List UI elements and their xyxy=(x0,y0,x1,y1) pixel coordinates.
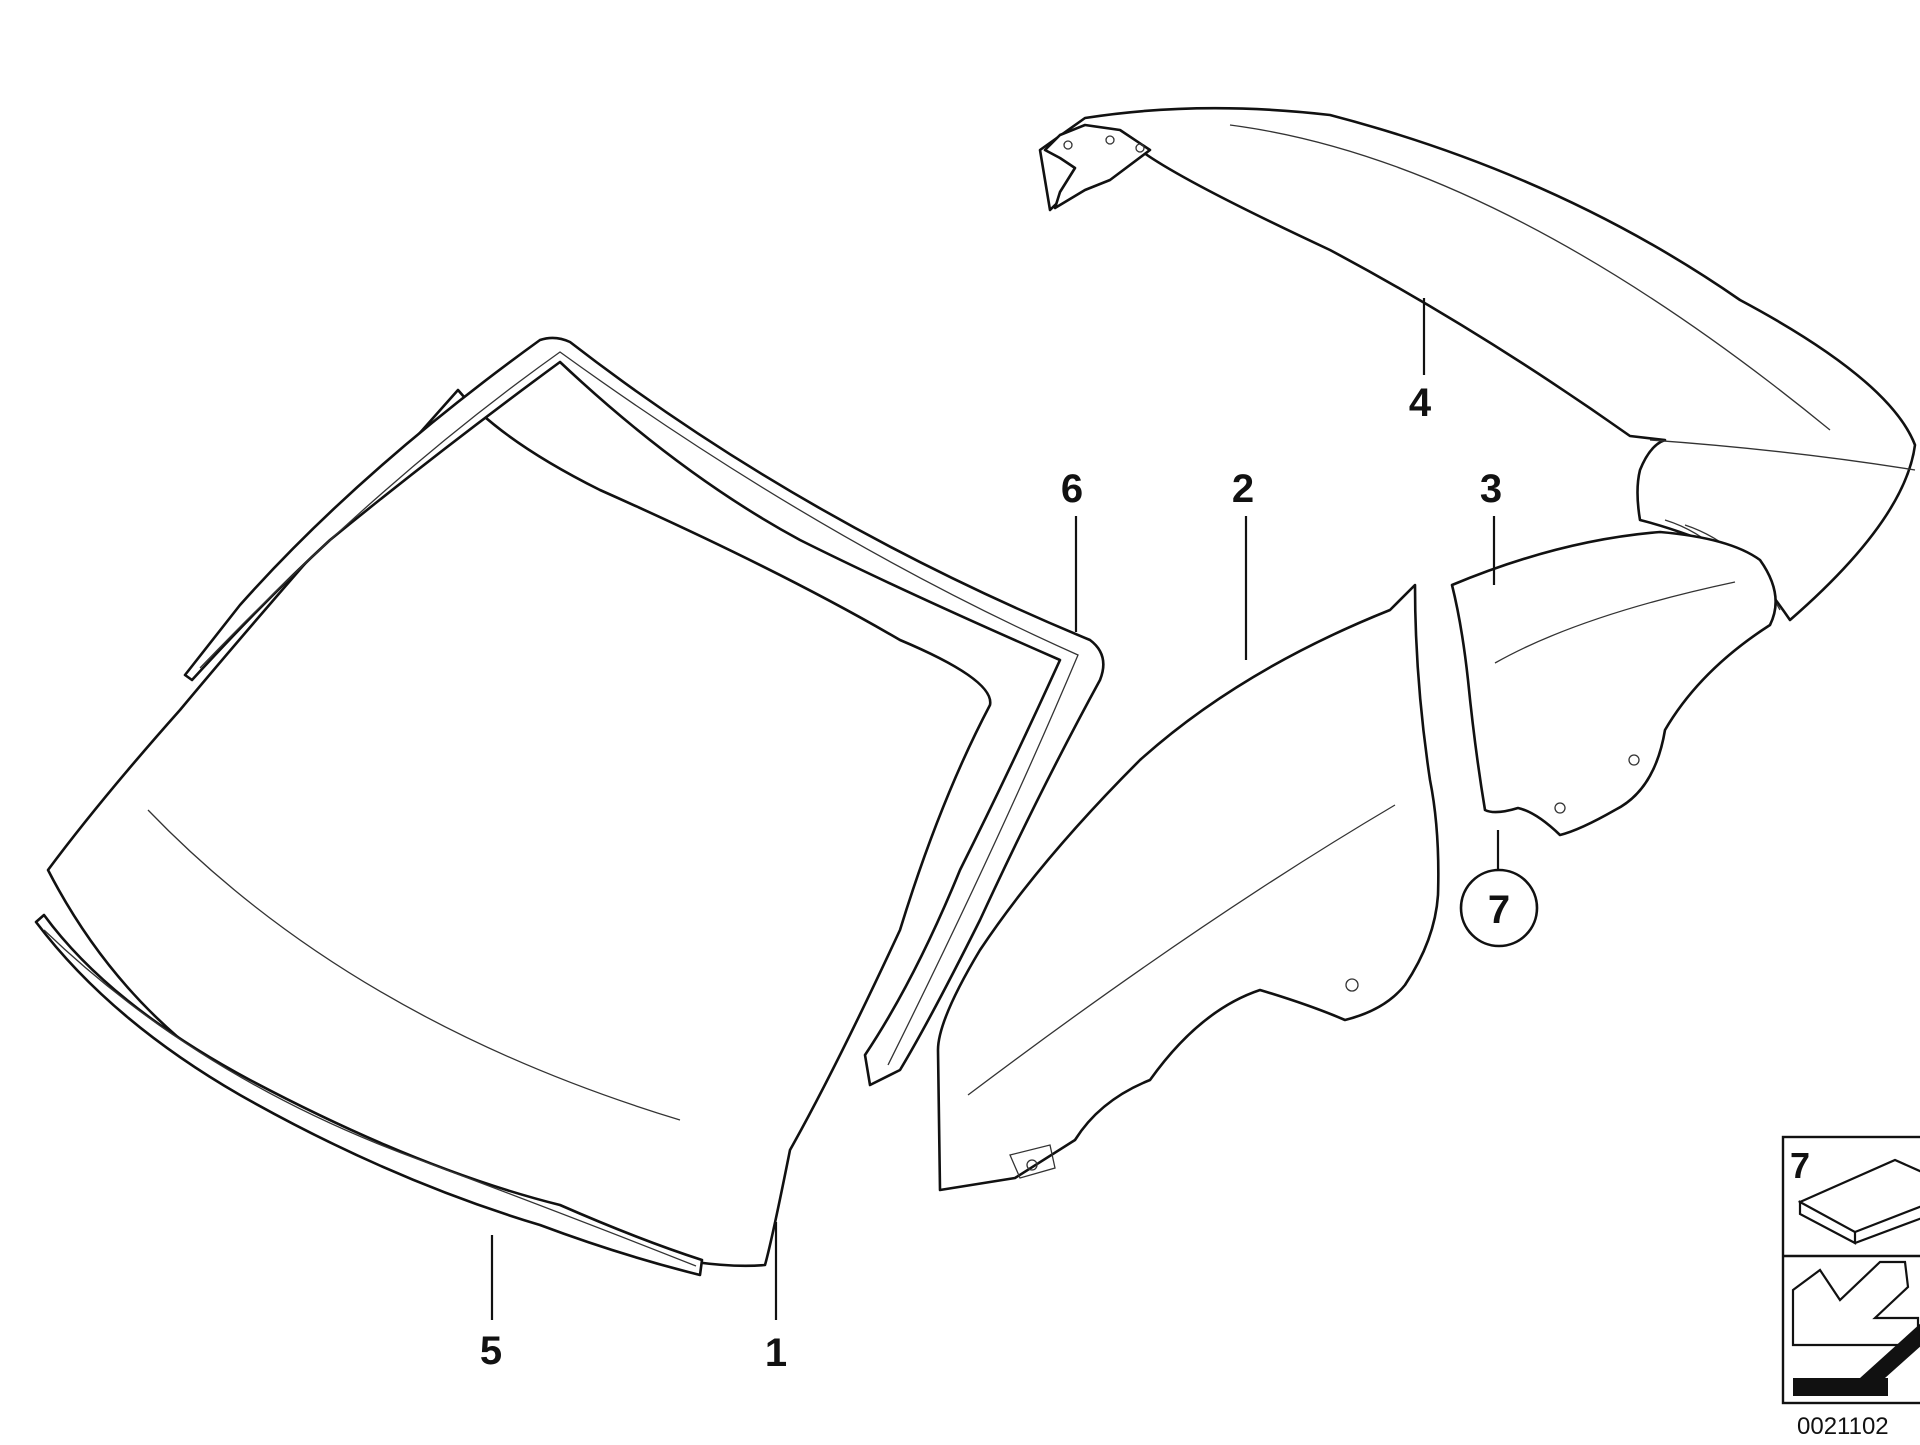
callout-7[interactable]: 7 xyxy=(1488,888,1510,932)
adhesive-pad-icon xyxy=(1797,1158,1920,1245)
callout-3[interactable]: 3 xyxy=(1480,467,1502,511)
arrow-icon xyxy=(1791,1260,1920,1396)
part-5-lower-seal[interactable] xyxy=(34,913,704,1277)
part-3-rear-side-window[interactable] xyxy=(1450,530,1777,837)
diagram-id: 0021102 xyxy=(1797,1413,1889,1440)
callout-4[interactable]: 4 xyxy=(1409,381,1432,425)
part-6-windscreen-seal[interactable] xyxy=(183,336,1105,1087)
part-4-roof[interactable] xyxy=(1038,106,1917,622)
part-2-front-door-window[interactable] xyxy=(936,583,1440,1192)
callout-2[interactable]: 2 xyxy=(1232,467,1254,511)
callout-6[interactable]: 6 xyxy=(1061,467,1083,511)
callout-7-circle[interactable]: 7 xyxy=(1459,868,1539,948)
callout-1[interactable]: 1 xyxy=(765,1331,787,1375)
callout-5[interactable]: 5 xyxy=(480,1329,502,1373)
legend-box: 7 xyxy=(1781,1135,1920,1405)
legend-item-number: 7 xyxy=(1790,1145,1810,1186)
part-1-windscreen[interactable] xyxy=(46,388,992,1268)
